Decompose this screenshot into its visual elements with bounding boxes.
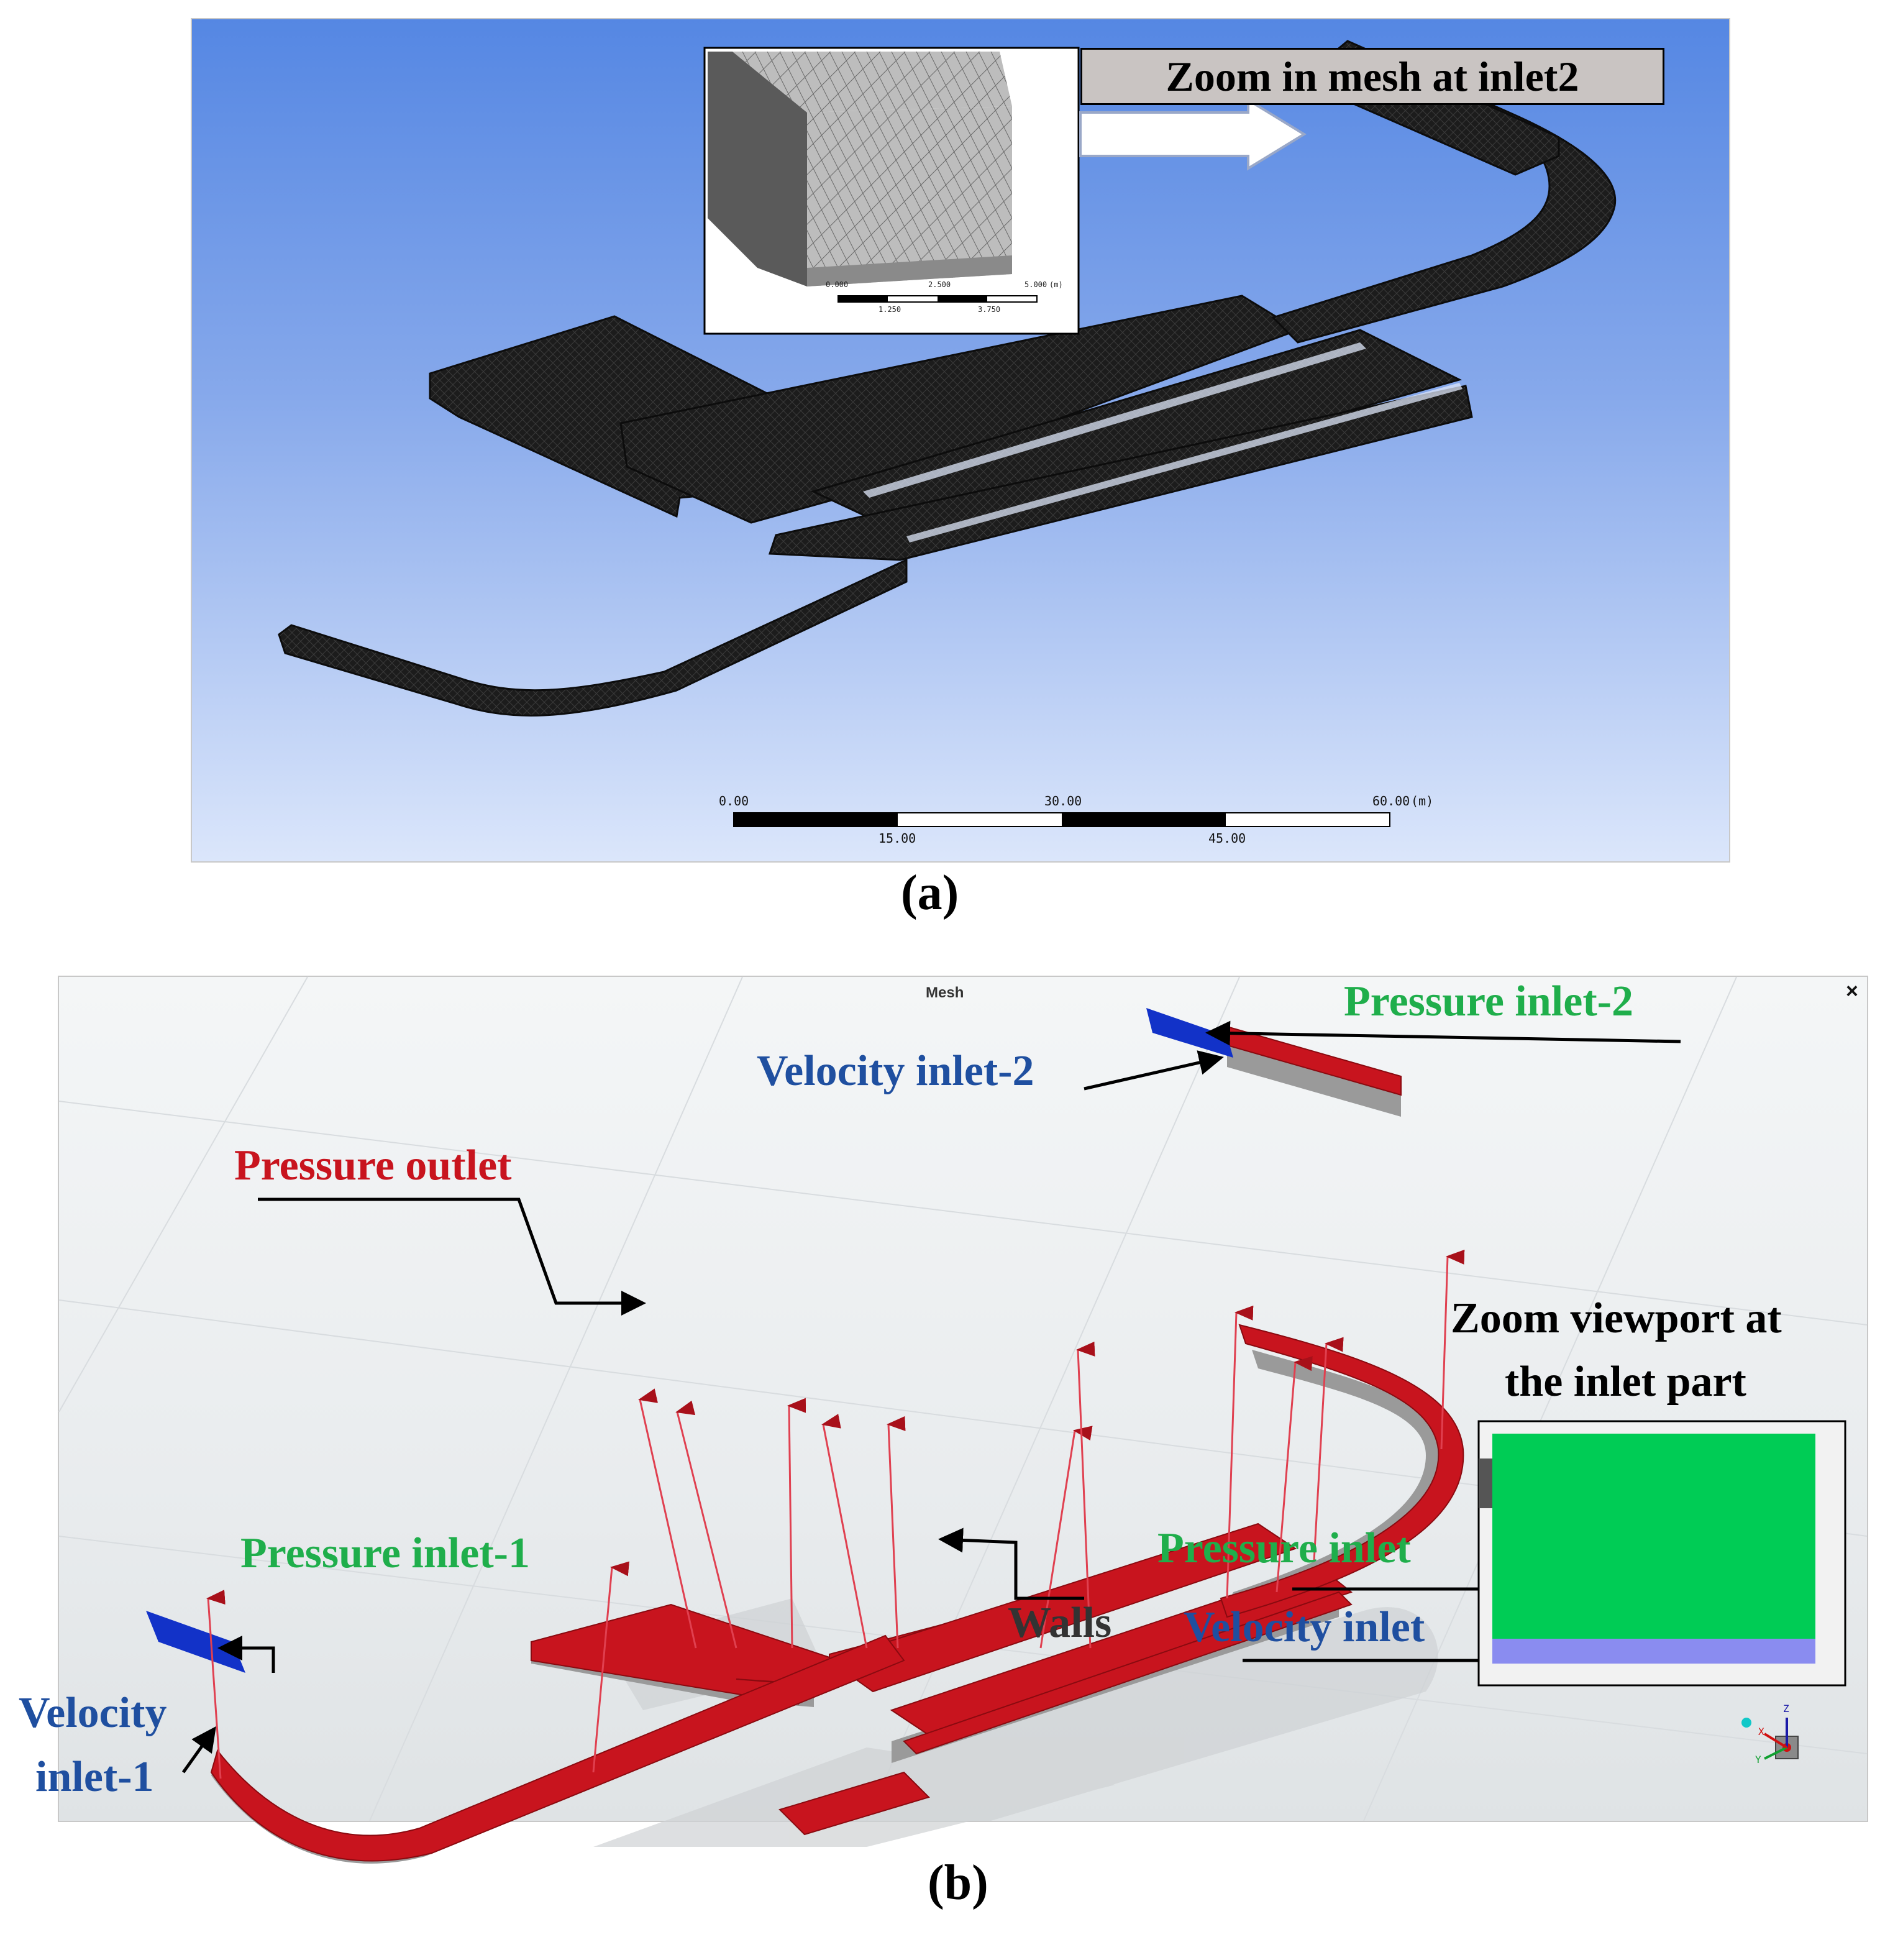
inset-scale-tick-1: 1.250 xyxy=(878,305,901,314)
inlet2-channel-face xyxy=(1220,1324,1464,1618)
label-walls: Walls xyxy=(1008,1599,1112,1647)
mesh-zoom-inset xyxy=(703,47,1080,335)
mesh-curve-right xyxy=(1271,40,1617,344)
caption-a: (a) xyxy=(901,866,959,920)
pressure-arrows xyxy=(206,1249,1465,1779)
label-velocity-inlet-1-line2: inlet-1 xyxy=(35,1753,154,1801)
mesh-geometry-a xyxy=(278,40,1617,827)
scale-tick-0: 0.00 xyxy=(719,794,749,808)
label-velocity-inlet: Velocity inlet xyxy=(1184,1603,1425,1651)
scale-tick-15: 15.00 xyxy=(878,831,916,846)
mesh-viewport-b: Mesh × Pressure inlet-2 Velocity inlet-2… xyxy=(19,976,1868,1864)
scale-tick-45: 45.00 xyxy=(1208,831,1246,846)
inset-scale-bar xyxy=(837,295,1038,303)
scale-unit: (m) xyxy=(1411,794,1434,808)
inset-scale-tick-4: 5.000 xyxy=(1025,280,1047,289)
geometry-top-faces xyxy=(210,1025,1464,1862)
scale-tick-60: 60.00 xyxy=(1372,794,1410,808)
label-pressure-inlet-1: Pressure inlet-1 xyxy=(240,1529,530,1577)
label-velocity-inlet-2: Velocity inlet-2 xyxy=(757,1047,1034,1095)
inlet-zoom-inset xyxy=(1477,1420,1846,1687)
inset-scale-unit: (m) xyxy=(1049,280,1063,289)
caption-b: (b) xyxy=(928,1856,988,1910)
triad-z-label: Z xyxy=(1783,1703,1789,1715)
mesh-curve-left xyxy=(278,558,908,717)
callout-zoom-mesh-label: Zoom in mesh at inlet2 xyxy=(1080,48,1664,105)
main-scale-bar xyxy=(733,812,1390,827)
label-pressure-inlet-2: Pressure inlet-2 xyxy=(1344,978,1633,1025)
label-pressure-outlet: Pressure outlet xyxy=(234,1142,512,1189)
boundary-geometry-b xyxy=(58,976,1868,1864)
inset-scale-tick-2: 2.500 xyxy=(928,280,951,289)
mesh-viewport-a: 0.000 2.500 5.000 (m) 1.250 3.750 Zoom i… xyxy=(191,18,1730,863)
triad-y-label: Y xyxy=(1755,1754,1761,1765)
close-button[interactable]: × xyxy=(1846,979,1858,1003)
inset-velocity-inlet-face xyxy=(1492,1639,1815,1664)
label-pressure-inlet: Pressure inlet xyxy=(1157,1524,1411,1572)
inlet1-channel-face xyxy=(210,1634,905,1862)
scale-tick-30: 30.00 xyxy=(1044,794,1082,808)
triad-x-label: X xyxy=(1758,1726,1764,1738)
inset-scale-tick-3: 3.750 xyxy=(978,305,1001,314)
axis-triad-icon xyxy=(1741,1718,1799,1760)
label-zoom-viewport-line1: Zoom viewport at xyxy=(1451,1294,1782,1342)
window-title: Mesh xyxy=(926,984,964,1001)
callout-arrow xyxy=(1079,98,1307,171)
label-zoom-viewport-line2: the inlet part xyxy=(1505,1358,1746,1406)
inset-scale-tick-0: 0.000 xyxy=(826,280,849,289)
label-velocity-inlet-1-line1: Velocity xyxy=(19,1689,167,1737)
inset-pressure-inlet-face xyxy=(1492,1434,1815,1642)
